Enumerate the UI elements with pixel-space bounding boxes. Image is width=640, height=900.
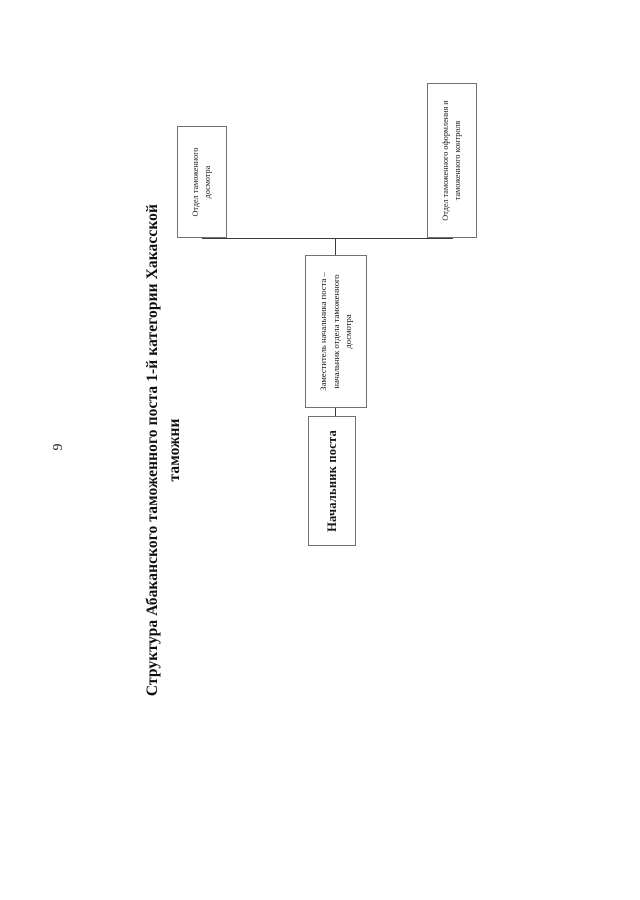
- node-deputy-chief-label: Заместитель начальника поста – начальник…: [317, 272, 354, 391]
- node-customs-inspection-department-label: Отдел таможенного досмотра: [190, 147, 212, 217]
- connector-deputy-to-trunk: [335, 238, 336, 255]
- node-customs-clearance-department: Отдел таможенного оформления и таможенно…: [427, 83, 477, 238]
- node-chief-of-post-label: Начальник поста: [324, 430, 339, 532]
- node-customs-inspection-department: Отдел таможенного досмотра: [177, 126, 227, 238]
- chart-title: Структура Абаканского таможенного поста …: [144, 203, 184, 697]
- page-number: 9: [51, 443, 66, 451]
- node-chief-of-post: Начальник поста: [308, 416, 356, 546]
- org-chart: Структура Абаканского таможенного поста …: [120, 83, 520, 730]
- node-deputy-chief: Заместитель начальника поста – начальник…: [305, 255, 367, 408]
- connector-chief-to-deputy: [335, 408, 336, 416]
- node-customs-clearance-department-label: Отдел таможенного оформления и таможенно…: [440, 100, 462, 221]
- connector-vertical-trunk: [202, 238, 453, 239]
- rotated-diagram-container: Структура Абаканского таможенного поста …: [120, 83, 520, 730]
